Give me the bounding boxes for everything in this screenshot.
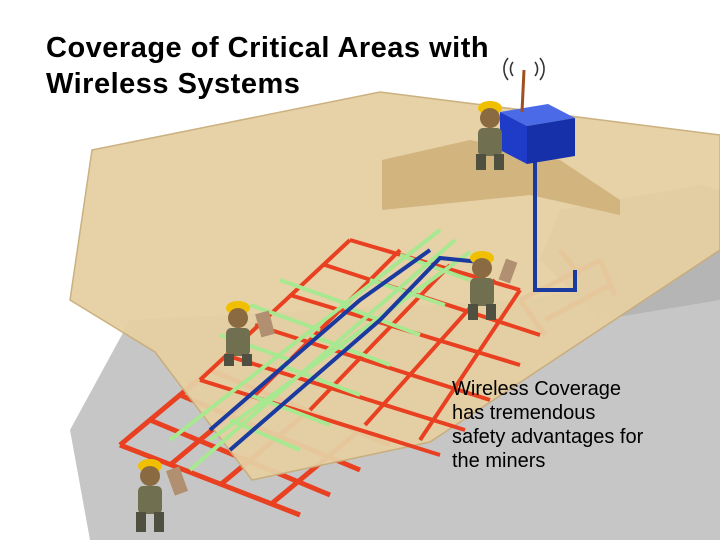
slide-title-line-2: Wireless Systems — [46, 68, 301, 100]
coverage-grid — [168, 228, 472, 472]
backbone-cable — [208, 160, 577, 452]
slide-title-line-1: Coverage of Critical Areas with — [46, 32, 490, 64]
wireless-access-point-icon — [500, 69, 575, 164]
caption-line-4: the miners — [452, 450, 546, 472]
caption-text: Wireless Coverage has tremendous safety … — [452, 377, 714, 473]
slide-title: Coverage of Critical Areas with Wireless… — [46, 30, 646, 102]
coverage-back-wall — [382, 140, 620, 215]
caption-line-3: safety advantages for — [452, 426, 644, 448]
miner-with-radio-icon — [224, 301, 275, 366]
broadcast-antenna-icon — [503, 57, 545, 81]
miner-with-radio-icon — [136, 459, 189, 532]
miner-with-radio-icon — [468, 251, 518, 320]
caption-line-2: has tremendous — [452, 402, 596, 424]
miner-with-radio-icon — [476, 101, 504, 170]
caption-line-1: Wireless Coverage — [452, 378, 621, 400]
